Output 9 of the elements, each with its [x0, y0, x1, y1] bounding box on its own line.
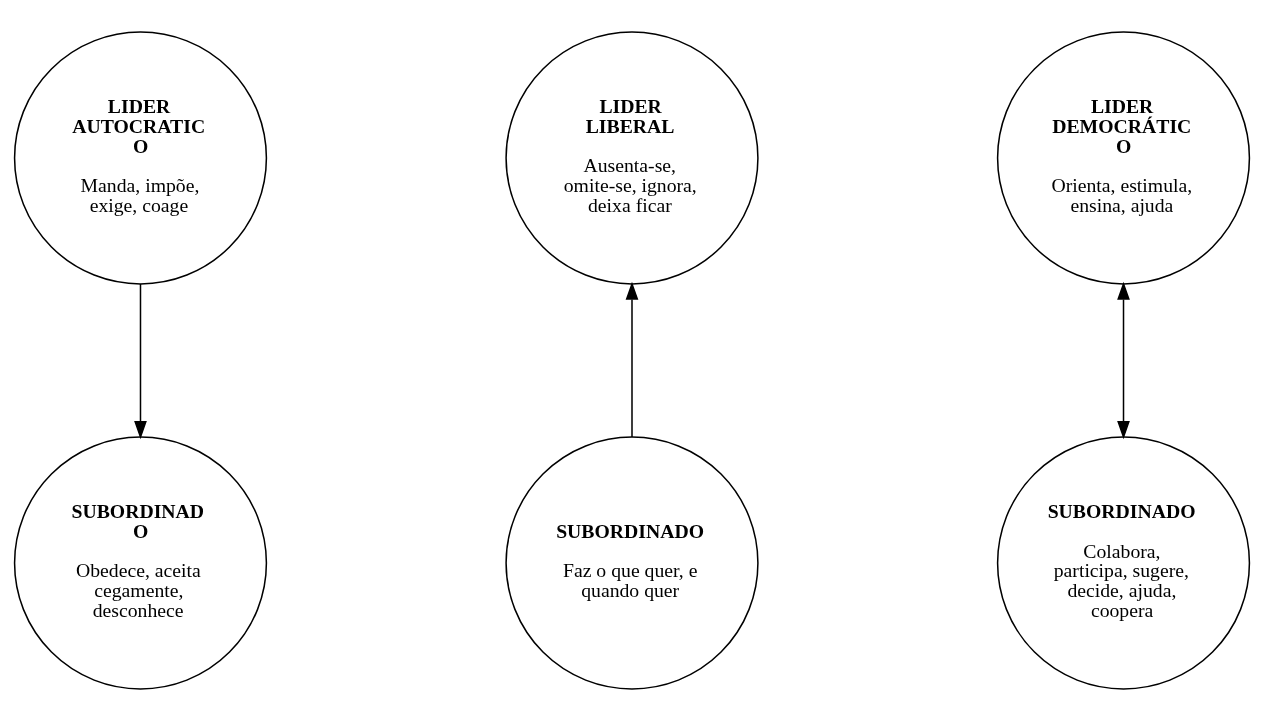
node-circle: LIDER DEMOCRÁTIC O Orienta, estimula, ensina, ajuda [996, 30, 1251, 285]
node-circle: LIDER AUTOCRATIC O Manda, impõe, exige, coage [13, 30, 268, 285]
node-circle: SUBORDINADO Faz o que quer, e quando quer [505, 435, 759, 690]
node-circle: SUBORDINADO Colabora, participa, sugere, decide, ajuda, coopera [996, 435, 1251, 690]
arrow [134, 282, 147, 439]
arrow [1117, 281, 1130, 439]
node-circle: SUBORDINAD O Obedece, aceita cegamente, desconhece [13, 435, 268, 690]
node-circle: LIDER LIBERAL Ausenta-se, omite-se, ignora, deixa ficar [505, 30, 759, 285]
arrow [625, 281, 639, 438]
